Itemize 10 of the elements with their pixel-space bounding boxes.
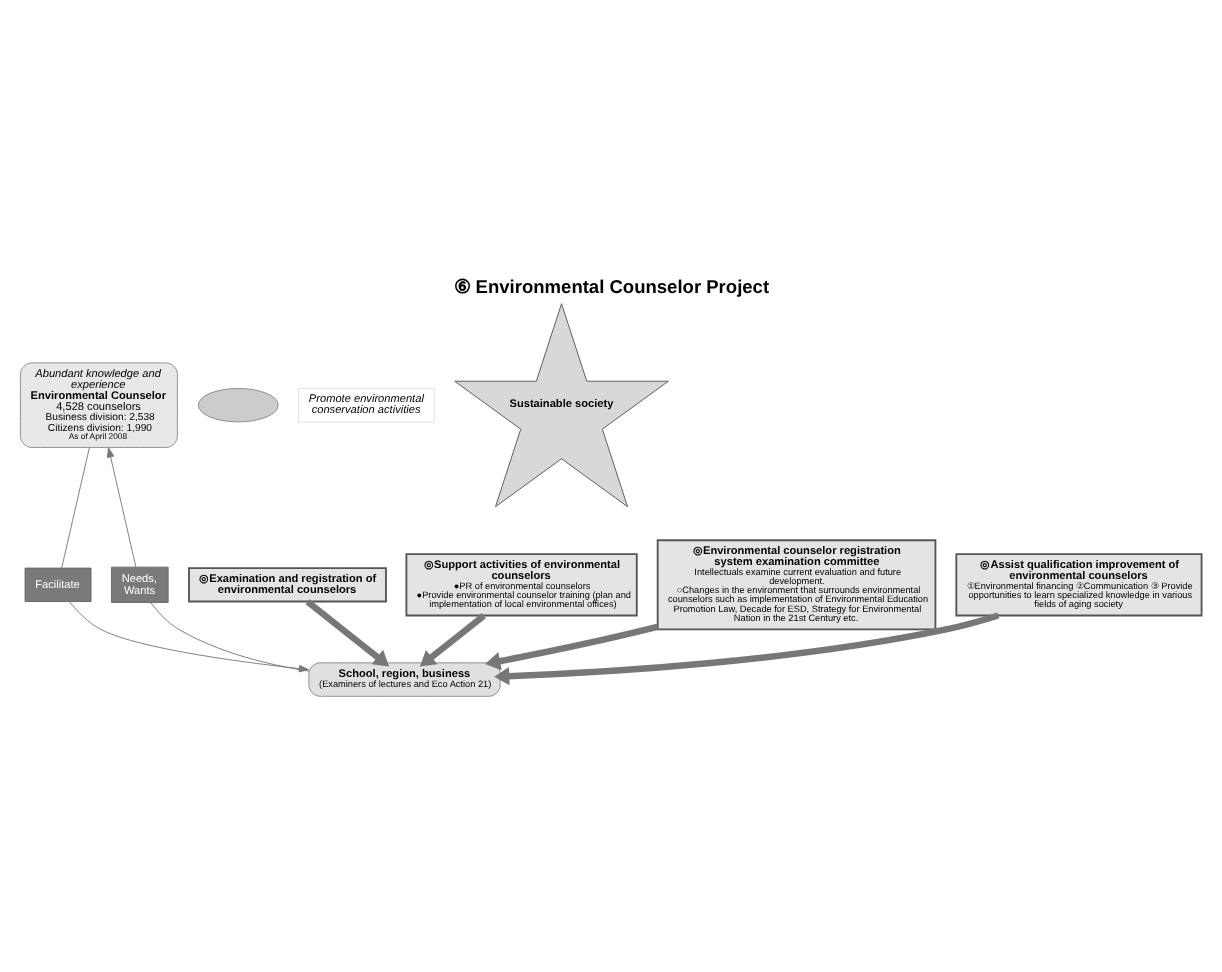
diagram-title: ⑥ Environmental Counselor Project	[454, 277, 770, 298]
connector	[61, 447, 90, 569]
arrow	[494, 612, 1000, 686]
arrow	[419, 613, 486, 667]
node-cloud	[197, 388, 279, 423]
arrow	[68, 601, 310, 673]
arrow	[485, 623, 659, 671]
connector	[150, 602, 310, 672]
arrow	[305, 599, 390, 667]
arrow	[106, 447, 137, 568]
